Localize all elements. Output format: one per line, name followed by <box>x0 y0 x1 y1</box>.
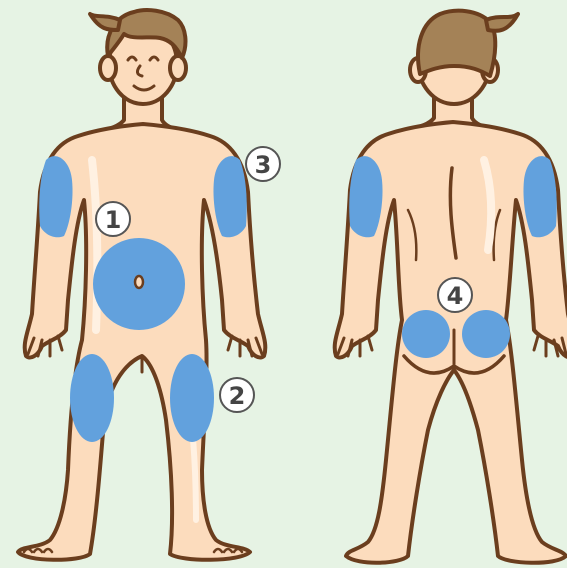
front-right-ear <box>170 56 186 80</box>
site-label-1: 1 <box>96 202 130 236</box>
site-label-3: 3 <box>246 147 280 181</box>
back-hair-tuft <box>486 14 518 31</box>
navel <box>135 276 143 288</box>
front-hair-tuft <box>90 14 120 30</box>
site-label-4: 4 <box>438 278 472 312</box>
label-number: 4 <box>447 282 464 310</box>
front-left-arm-site <box>39 156 72 237</box>
label-number: 1 <box>105 206 122 234</box>
front-right-thigh-site <box>170 354 214 442</box>
left-buttock-site <box>402 310 450 358</box>
label-number: 3 <box>255 151 272 179</box>
right-buttock-site <box>462 310 510 358</box>
front-right-arm-site <box>213 156 246 237</box>
back-hair <box>418 11 495 76</box>
front-left-ear <box>100 56 116 80</box>
back-left-arm-site <box>349 156 382 237</box>
back-right-arm-site <box>523 156 556 237</box>
label-number: 2 <box>229 382 246 410</box>
front-left-thigh-site <box>70 354 114 442</box>
site-label-2: 2 <box>220 378 254 412</box>
